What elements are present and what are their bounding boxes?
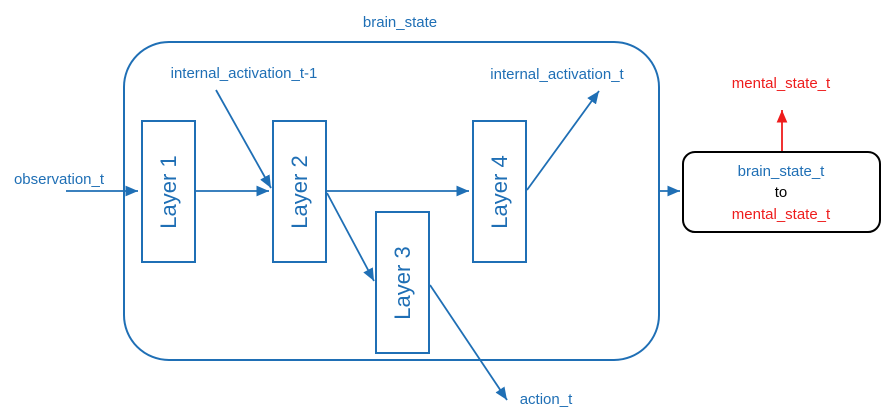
- mapping-to-label: mental_state_t: [732, 206, 831, 223]
- action-label: action_t: [520, 391, 573, 408]
- layer-2-label: Layer 2: [287, 155, 312, 228]
- mapping-from-label: brain_state_t: [738, 163, 826, 180]
- mapping-connector-label: to: [775, 184, 788, 201]
- internal-activation-label: internal_activation_t: [490, 66, 624, 83]
- layer-3-box: [375, 211, 430, 354]
- layer-3-label: Layer 3: [390, 246, 415, 319]
- arrow-layer3-to-action: [429, 284, 508, 401]
- observation-label: observation_t: [14, 171, 105, 188]
- arrow-layer4-to-activation: [526, 90, 600, 191]
- mapping-box: [682, 151, 881, 233]
- internal-activation-prev-label: internal_activation_t-1: [171, 65, 318, 82]
- arrow-prev-activation-to-layer2: [215, 89, 272, 189]
- layer-1-label: Layer 1: [156, 155, 181, 228]
- brain-state-container: [123, 41, 660, 361]
- layer-4-box: [472, 120, 527, 263]
- layer-2-box: [272, 120, 327, 263]
- arrow-layer2-to-layer3: [326, 192, 375, 282]
- layer-4-label: Layer 4: [487, 155, 512, 228]
- mental-state-label: mental_state_t: [732, 75, 831, 92]
- layer-1-box: [141, 120, 196, 263]
- brain-state-label: brain_state: [363, 14, 437, 31]
